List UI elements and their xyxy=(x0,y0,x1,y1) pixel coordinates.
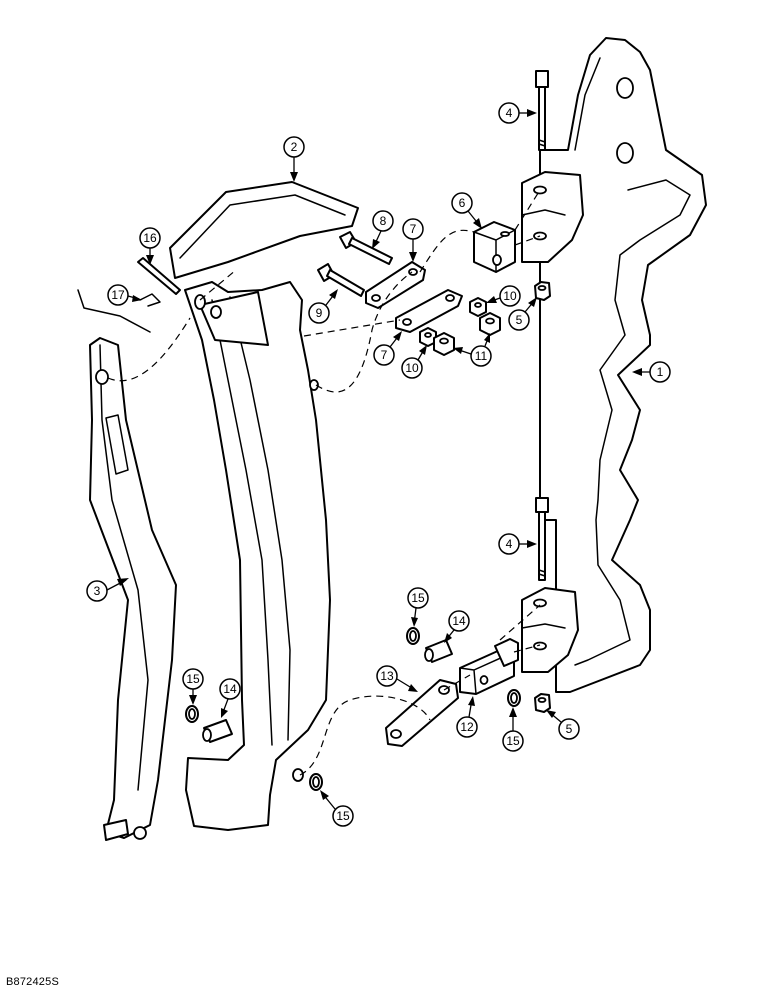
arm-part-2 xyxy=(169,181,359,831)
snap-ring-part-15-d xyxy=(309,773,323,791)
bolt-part-4-lower xyxy=(535,497,549,581)
nut-part-10-upper xyxy=(469,297,487,317)
callout-4-lower: 4 xyxy=(498,533,537,555)
pin-part-14-upper xyxy=(424,639,453,663)
callout-11: 11 xyxy=(453,333,492,367)
snap-ring-part-15-a xyxy=(406,627,420,645)
snap-ring-part-15-c xyxy=(507,689,521,707)
callout-label: 14 xyxy=(452,614,466,628)
nut-part-5-lower xyxy=(534,693,551,713)
callout-label: 4 xyxy=(506,537,513,551)
callout-15-b: 15 xyxy=(182,668,204,705)
callout-14-lower: 14 xyxy=(219,678,241,718)
callout-2: 2 xyxy=(283,136,305,182)
bolt-part-4-upper xyxy=(535,70,549,151)
link-part-7-lower xyxy=(395,289,463,333)
callout-label: 1 xyxy=(657,365,664,379)
callout-6: 6 xyxy=(451,192,482,229)
callout-label: 4 xyxy=(506,106,513,120)
callout-label: 15 xyxy=(336,809,350,823)
callout-5-upper: 5 xyxy=(508,297,537,331)
callout-label: 2 xyxy=(291,140,298,154)
callout-12: 12 xyxy=(456,696,478,738)
callout-7-upper: 7 xyxy=(402,218,424,262)
callout-label: 5 xyxy=(566,722,573,736)
callout-7-lower: 7 xyxy=(373,331,402,366)
callout-15-d: 15 xyxy=(320,790,354,827)
callout-15-a: 15 xyxy=(407,587,429,627)
callout-label: 17 xyxy=(111,288,125,302)
block-part-6 xyxy=(473,221,516,273)
callout-label: 7 xyxy=(410,222,417,236)
callout-5-lower: 5 xyxy=(546,710,580,740)
callout-label: 15 xyxy=(506,734,520,748)
callout-label: 8 xyxy=(380,214,387,228)
link-part-7-upper xyxy=(365,261,426,309)
clip-part-17 xyxy=(139,293,161,307)
nut-part-5-upper xyxy=(534,281,551,301)
mounting-bracket-part-1 xyxy=(521,37,707,693)
callout-label: 10 xyxy=(405,361,419,375)
callout-13: 13 xyxy=(376,665,418,692)
bolt-part-8 xyxy=(339,231,393,265)
callout-label: 9 xyxy=(316,306,323,320)
callout-14-upper: 14 xyxy=(444,610,470,643)
assembly-lines xyxy=(107,189,541,776)
pin-part-16 xyxy=(137,257,181,295)
callout-10-lower: 10 xyxy=(401,345,427,379)
pin-part-14-lower xyxy=(202,719,233,743)
callout-label: 7 xyxy=(381,348,388,362)
callout-8: 8 xyxy=(372,210,394,249)
callout-label: 13 xyxy=(380,669,394,683)
clevis-part-12 xyxy=(459,638,519,695)
snap-ring-part-15-b xyxy=(185,705,199,723)
lever-part-3 xyxy=(77,289,177,841)
callout-9: 9 xyxy=(308,289,338,324)
nut-part-10-lower xyxy=(419,327,437,347)
callout-4-upper: 4 xyxy=(498,102,537,124)
callout-10-upper: 10 xyxy=(486,285,521,307)
callout-label: 6 xyxy=(459,196,466,210)
callout-label: 5 xyxy=(516,313,523,327)
callout-1: 1 xyxy=(632,361,671,383)
callout-16: 16 xyxy=(139,227,161,265)
callout-label: 10 xyxy=(503,289,517,303)
callout-label: 16 xyxy=(143,231,157,245)
callout-label: 15 xyxy=(186,672,200,686)
bolt-part-9 xyxy=(317,263,365,297)
callout-label: 14 xyxy=(223,682,237,696)
callout-15-c: 15 xyxy=(502,707,524,752)
callout-label: 3 xyxy=(94,584,101,598)
nut-part-11-lower xyxy=(433,332,455,356)
nut-part-11-upper xyxy=(479,312,501,336)
callout-17: 17 xyxy=(107,284,142,306)
figure-code: B872425S xyxy=(6,976,59,988)
callout-label: 12 xyxy=(460,720,474,734)
callout-label: 15 xyxy=(411,591,425,605)
callout-3: 3 xyxy=(86,578,129,602)
callout-label: 11 xyxy=(475,349,488,363)
link-part-13 xyxy=(385,679,459,747)
